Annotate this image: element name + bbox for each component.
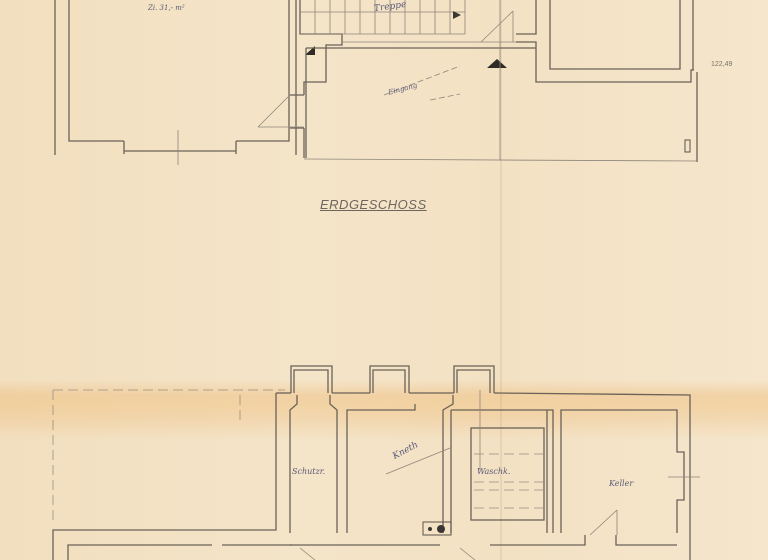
- stove-icon: [422, 521, 452, 536]
- bay-windows: [290, 365, 495, 393]
- staircase-upper: [300, 0, 520, 43]
- upper-plan: [54, 0, 698, 165]
- paper-fold-line: [500, 0, 502, 560]
- staircase-lower: [470, 390, 545, 521]
- entrance-marker-icon: [487, 59, 507, 68]
- room-label-waschk: Waschk.: [477, 467, 511, 476]
- room-label-schutzraum: Schutzr.: [292, 467, 326, 476]
- plan-title: ERDGESCHOSS: [320, 197, 427, 212]
- room-label-top-left: Zi. 31,- m²: [148, 4, 185, 12]
- vent-icon: [684, 139, 691, 153]
- lower-plan: [52, 365, 700, 560]
- stair-direction-arrow-icon: [453, 11, 461, 19]
- dimension-label: 122,49: [711, 61, 733, 68]
- room-label-keller: Keller: [609, 479, 634, 488]
